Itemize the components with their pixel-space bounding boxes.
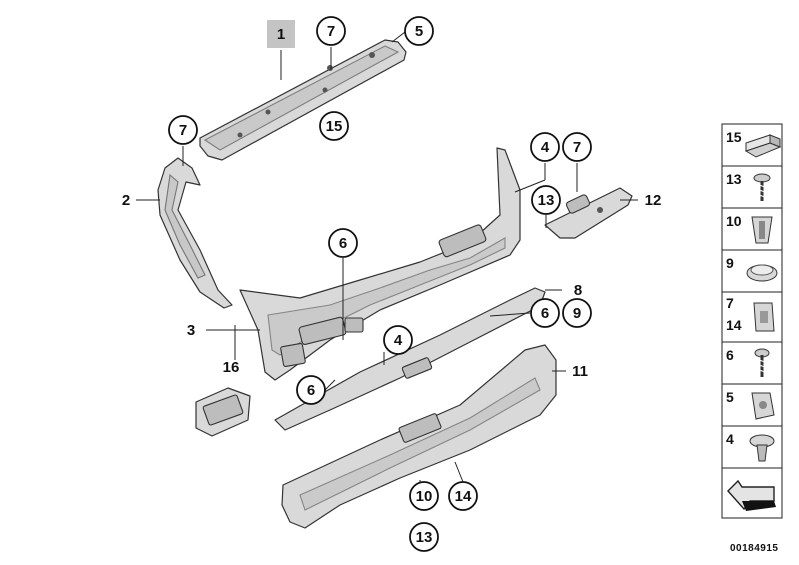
callout-c2: 2: [122, 192, 130, 209]
callout-label: 16: [223, 359, 240, 376]
callout-label: 3: [187, 322, 195, 339]
callout-label: 6: [541, 305, 549, 322]
legend-cell-label: 5: [726, 389, 734, 405]
callout-label: 7: [327, 23, 335, 40]
callout-c6b: 6: [530, 298, 560, 328]
callout-label: 13: [538, 192, 555, 209]
legend-cell: 13: [721, 165, 783, 209]
callout-label: 8: [574, 282, 582, 299]
callout-c4a: 4: [530, 132, 560, 162]
legend-cell-label: 9: [726, 255, 734, 271]
part-8-sill-strip: [274, 287, 546, 431]
callout-c13a: 13: [531, 185, 561, 215]
legend-cell: 714: [721, 291, 783, 343]
callout-c7a: 7: [316, 16, 346, 46]
foam-pad-icon: [744, 134, 782, 158]
legend-cell: 10: [721, 207, 783, 251]
part-1-upper-trim: [199, 39, 407, 161]
clip-bracket-icon: [753, 302, 775, 332]
callout-c6c: 6: [296, 375, 326, 405]
legend-cell-label: 7: [726, 295, 734, 311]
callout-c13b: 13: [409, 522, 439, 552]
callout-label: 2: [122, 192, 130, 209]
callout-c11: 11: [572, 363, 588, 380]
screw-washer-icon: [753, 173, 771, 201]
callout-label: 12: [645, 192, 662, 209]
screw-icon: [754, 348, 770, 377]
callout-c12: 12: [645, 192, 662, 209]
callout-c16: 16: [223, 359, 240, 376]
callout-label: 13: [416, 529, 433, 546]
callout-label: 10: [416, 488, 433, 505]
callout-label: 6: [307, 382, 315, 399]
callout-c9: 9: [562, 298, 592, 328]
leader-lines: [136, 31, 638, 500]
callout-c1: 1: [267, 20, 295, 48]
arrow-icon: [727, 479, 776, 511]
push-rivet-icon: [749, 434, 775, 462]
callout-label: 4: [541, 139, 550, 156]
legend-cell: 9: [721, 249, 783, 293]
legend-cell: 15: [721, 123, 783, 167]
callout-c3: 3: [187, 322, 195, 339]
callout-label: 4: [394, 332, 403, 349]
callout-c15: 15: [319, 111, 349, 141]
clip-nut-icon: [751, 392, 775, 420]
callout-c7b: 7: [168, 115, 198, 145]
callout-c14: 14: [448, 481, 478, 511]
legend-cell: 5: [721, 383, 783, 427]
callout-label: 6: [339, 235, 347, 252]
callout-label: 14: [455, 488, 472, 505]
grommet-cap-icon: [746, 264, 778, 282]
callout-label: 1: [277, 26, 285, 43]
legend-cell-label: 15: [726, 129, 742, 145]
legend-cell: 4: [721, 425, 783, 469]
callout-c6a: 6: [328, 228, 358, 258]
callout-c5: 5: [404, 16, 434, 46]
callout-label: 9: [573, 305, 581, 322]
expanding-nut-icon: [751, 216, 773, 244]
part-11-lower-trim: [281, 344, 557, 529]
callout-c8: 8: [574, 282, 582, 299]
callout-label: 7: [573, 139, 581, 156]
legend-cell-label: 6: [726, 347, 734, 363]
legend-cell-label: 10: [726, 213, 742, 229]
callout-c7c: 7: [562, 132, 592, 162]
legend-cell-label: 13: [726, 171, 742, 187]
fastener-legend: 15 13 10 9 714 6 5 4: [721, 123, 783, 519]
legend-cell: 6: [721, 341, 783, 385]
callout-label: 15: [326, 118, 343, 135]
part-16-bezel: [195, 387, 251, 437]
callout-labels: 1 7 5 15 7 2 4 7 13 12 6 8 6 9 3 4 16 11 6 10 14 13: [122, 16, 662, 552]
callout-label: 11: [572, 363, 588, 380]
callout-c10: 10: [409, 481, 439, 511]
legend-cell-label: 14: [726, 317, 742, 333]
drawing-reference-number: 00184915: [730, 543, 779, 554]
callout-label: 7: [179, 122, 187, 139]
part-3-tailgate-trim: [239, 147, 521, 381]
part-2-pillar-trim: [157, 157, 233, 309]
legend-cell-label: 4: [726, 431, 734, 447]
callout-c4b: 4: [383, 325, 413, 355]
part-12-bracket: [544, 187, 633, 239]
legend-cell: [721, 467, 783, 519]
callout-label: 5: [415, 23, 423, 40]
